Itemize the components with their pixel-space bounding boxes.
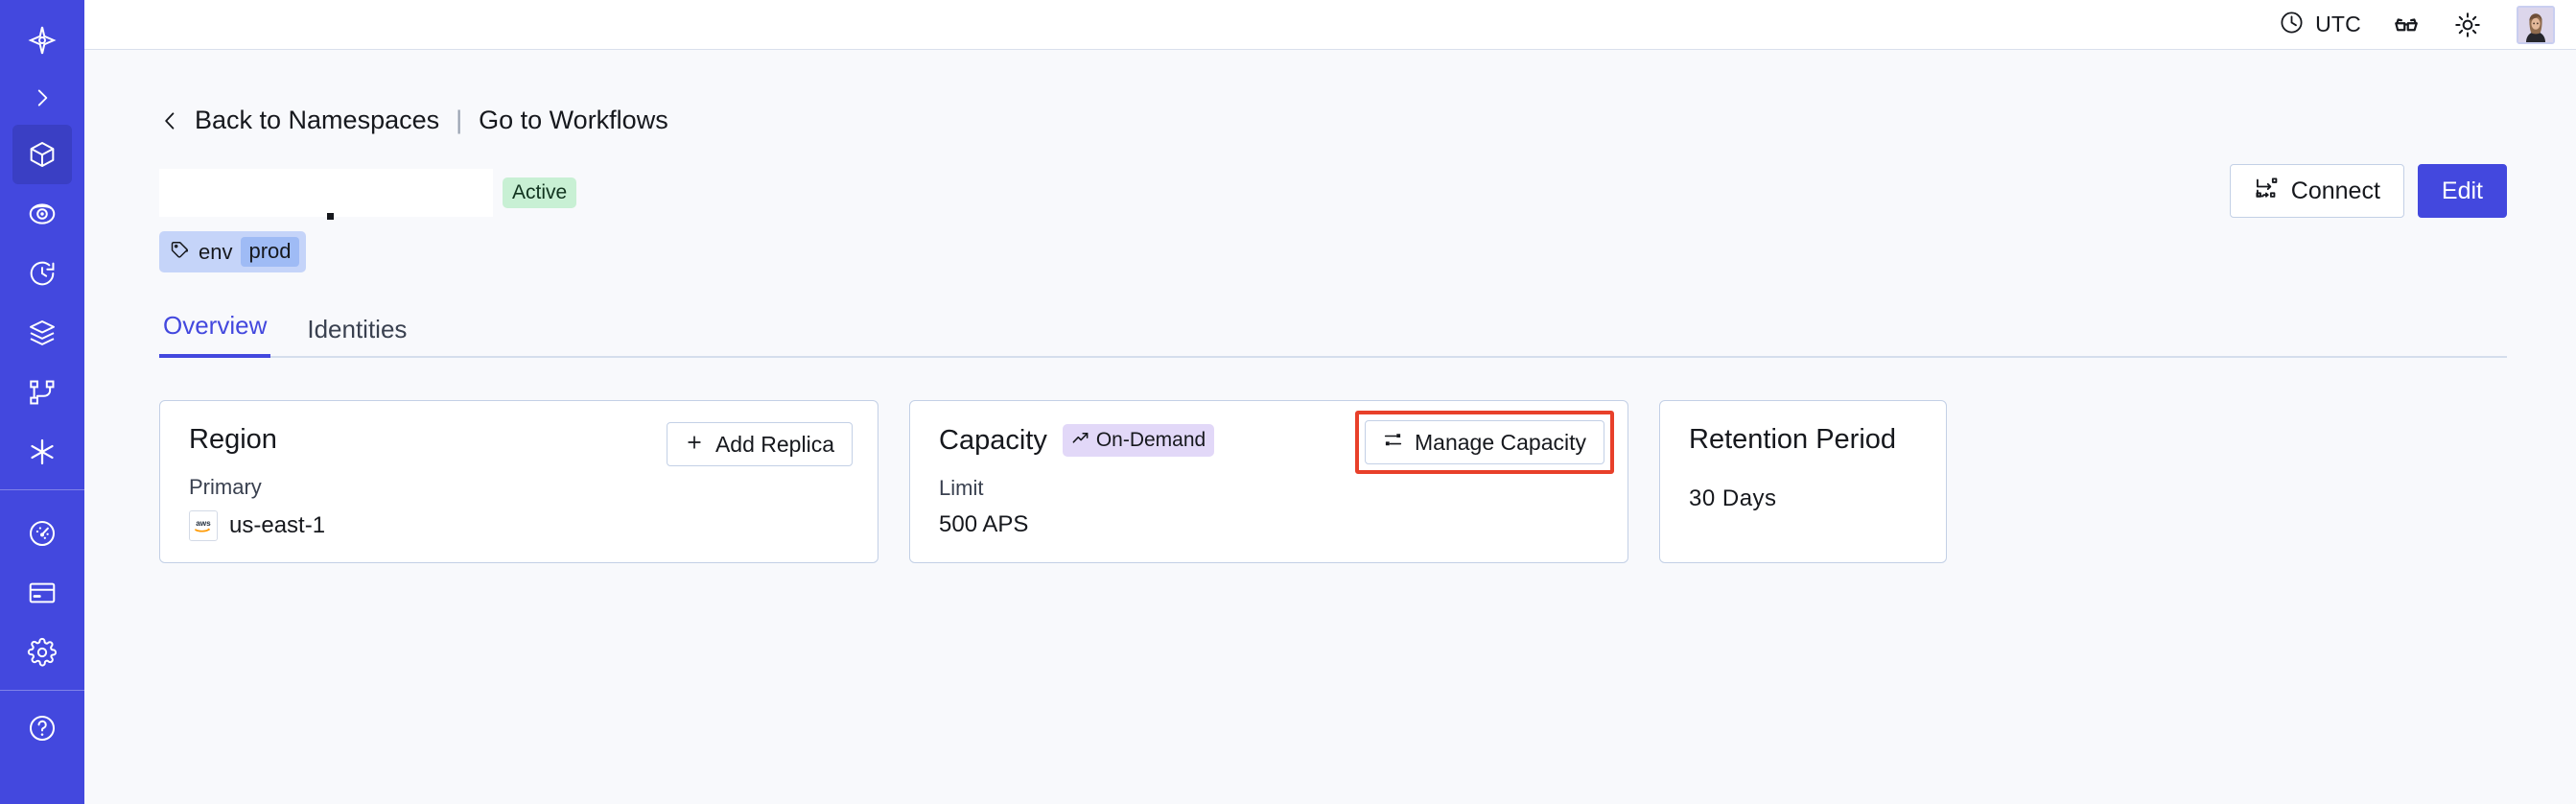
sidebar-item-observability[interactable] <box>12 184 72 244</box>
region-primary-value: us-east-1 <box>229 512 326 538</box>
tag-key: env <box>199 239 233 264</box>
breadcrumb: Back to Namespaces | Go to Workflows <box>159 106 2507 135</box>
sidebar-item-workflows[interactable] <box>12 363 72 422</box>
sidebar-item-settings[interactable] <box>12 623 72 682</box>
edit-button[interactable]: Edit <box>2417 164 2507 218</box>
tab-identities[interactable]: Identities <box>307 315 408 343</box>
namespace-title-row: Active <box>159 164 2507 220</box>
trend-up-icon <box>1071 429 1089 451</box>
capacity-limit-label: Limit <box>939 476 984 500</box>
region-primary-value-row: aws us-east-1 <box>189 510 853 541</box>
namespace-tabs: Overview Identities <box>159 309 2507 358</box>
manage-capacity-button[interactable]: Manage Capacity <box>1365 420 1604 464</box>
timezone-selector[interactable]: UTC <box>2279 10 2361 40</box>
sidebar-item-layers[interactable] <box>12 303 72 363</box>
region-primary-label: Primary <box>189 475 262 499</box>
connect-flow-icon <box>2254 176 2279 207</box>
svg-text:aws: aws <box>196 519 211 528</box>
capacity-card-head: Capacity On-Demand <box>939 424 1603 457</box>
temporal-logo-icon[interactable] <box>12 10 72 71</box>
user-avatar[interactable] <box>2517 5 2555 44</box>
sidebar-item-history[interactable] <box>12 244 72 303</box>
breadcrumb-workflows-link[interactable]: Go to Workflows <box>479 106 668 134</box>
sun-icon[interactable] <box>2451 9 2484 41</box>
namespace-tags: env prod <box>159 231 2507 272</box>
sidebar-expand-button[interactable] <box>12 71 72 125</box>
status-badge: Active <box>503 177 577 208</box>
timezone-label: UTC <box>2315 12 2361 36</box>
region-card-title: Region <box>189 424 277 455</box>
tag-icon <box>170 240 190 265</box>
connect-button[interactable]: Connect <box>2229 164 2404 218</box>
retention-value: 30 Days <box>1689 485 1777 511</box>
sidebar-divider-top <box>0 489 84 490</box>
namespace-name-dot <box>327 213 334 220</box>
add-replica-button[interactable]: Add Replica <box>666 422 853 466</box>
sidebar-item-usage[interactable] <box>12 504 72 563</box>
top-bar-actions: UTC <box>2279 5 2555 44</box>
sidebar-item-integrations[interactable] <box>12 422 72 482</box>
overview-cards: Region Add Replica <box>159 400 2507 563</box>
region-card: Region Add Replica <box>159 400 878 563</box>
sidebar-item-help[interactable] <box>12 698 72 758</box>
primary-sidebar <box>0 0 84 804</box>
tag-value: prod <box>241 237 299 267</box>
plus-icon <box>685 432 704 458</box>
sliders-icon <box>1383 430 1403 456</box>
main-region: UTC <box>84 0 2576 804</box>
sidebar-item-namespaces[interactable] <box>12 125 72 184</box>
page-title <box>159 169 493 217</box>
manage-capacity-highlight: Manage Capacity <box>1355 411 1614 474</box>
retention-card-title: Retention Period <box>1689 424 1897 455</box>
connect-button-label: Connect <box>2290 177 2380 204</box>
region-card-action: Add Replica <box>666 422 853 466</box>
capacity-mode-badge: On-Demand <box>1062 424 1215 457</box>
aws-logo-icon: aws <box>189 510 218 541</box>
tab-overview[interactable]: Overview <box>159 311 271 358</box>
capacity-card: Capacity On-Demand <box>909 400 1628 563</box>
add-replica-label: Add Replica <box>714 431 834 457</box>
chevron-left-icon[interactable] <box>159 106 181 135</box>
capacity-card-title: Capacity <box>939 424 1047 456</box>
namespace-actions: Connect Edit <box>2229 164 2507 218</box>
capacity-mode-label: On-Demand <box>1095 429 1206 451</box>
retention-card: Retention Period 30 Days <box>1659 400 1947 563</box>
region-card-head: Region <box>189 424 853 456</box>
breadcrumb-back-link[interactable]: Back to Namespaces <box>195 106 440 134</box>
sidebar-divider-bottom <box>0 690 84 691</box>
retention-card-head: Retention Period <box>1689 424 1921 456</box>
manage-capacity-label: Manage Capacity <box>1415 429 1586 455</box>
breadcrumb-separator: | <box>456 106 463 134</box>
sidebar-item-billing[interactable] <box>12 563 72 623</box>
capacity-limit-value: 500 APS <box>939 511 1029 537</box>
top-bar: UTC <box>84 0 2576 50</box>
tag-env-prod[interactable]: env prod <box>159 231 306 272</box>
clock-icon <box>2279 10 2305 40</box>
edit-button-label: Edit <box>2441 177 2483 204</box>
namespace-detail-page: Back to Namespaces | Go to Workflows Act… <box>84 50 2576 804</box>
glasses-icon[interactable] <box>2390 9 2423 41</box>
